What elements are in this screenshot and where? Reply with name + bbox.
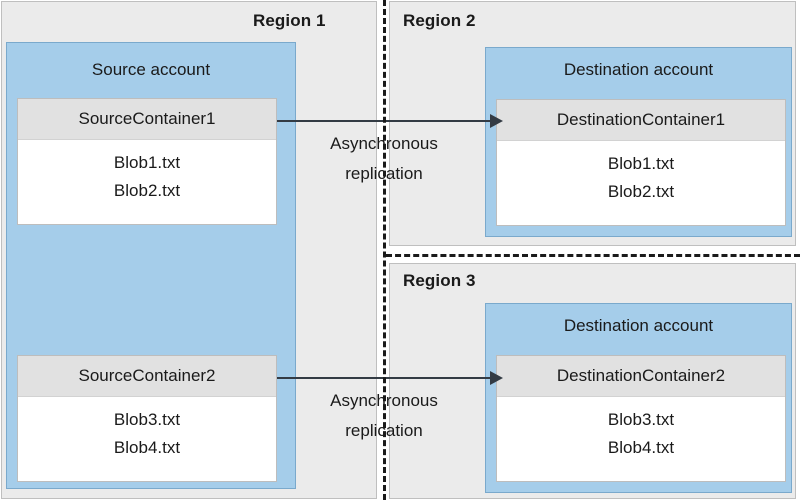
source-container-2-blob-list: Blob3.txt Blob4.txt xyxy=(18,406,276,462)
blob-item: Blob3.txt xyxy=(607,410,675,429)
destination-container-2-blob-list: Blob3.txt Blob4.txt xyxy=(497,406,785,462)
arrow-head-icon xyxy=(490,371,503,385)
source-container-1-header: SourceContainer1 xyxy=(18,99,276,140)
region-3-label: Region 3 xyxy=(403,271,476,290)
source-container-1-box[interactable]: SourceContainer1 Blob1.txt Blob2.txt xyxy=(17,98,277,225)
destination-container-1-box[interactable]: DestinationContainer1 Blob1.txt Blob2.tx… xyxy=(496,99,786,226)
destination-container-2-box[interactable]: DestinationContainer2 Blob3.txt Blob4.tx… xyxy=(496,355,786,482)
source-container-2-header: SourceContainer2 xyxy=(18,356,276,397)
destination-container-1-header: DestinationContainer1 xyxy=(497,100,785,141)
blob-item: Blob3.txt xyxy=(113,410,181,429)
source-account-label: Source account xyxy=(91,60,211,79)
blob-item: Blob2.txt xyxy=(607,182,675,201)
source-container-2-box[interactable]: SourceContainer2 Blob3.txt Blob4.txt xyxy=(17,355,277,482)
replication-arrow-2 xyxy=(277,371,503,385)
destination-container-1-blob-list: Blob1.txt Blob2.txt xyxy=(497,150,785,206)
region-divider-vertical xyxy=(383,0,386,500)
region-divider-horizontal xyxy=(386,254,800,257)
blob-item: Blob2.txt xyxy=(113,181,181,200)
destination-account-label-1: Destination account xyxy=(563,60,714,79)
blob-item: Blob1.txt xyxy=(607,154,675,173)
source-container-1-blob-list: Blob1.txt Blob2.txt xyxy=(18,149,276,205)
blob-item: Blob4.txt xyxy=(113,438,181,457)
arrow-head-icon xyxy=(490,114,503,128)
destination-account-label-2: Destination account xyxy=(563,316,714,335)
region-1-label: Region 1 xyxy=(253,11,326,30)
blob-item: Blob1.txt xyxy=(113,153,181,172)
region-2-label: Region 2 xyxy=(403,11,476,30)
blob-item: Blob4.txt xyxy=(607,438,675,457)
destination-container-2-header: DestinationContainer2 xyxy=(497,356,785,397)
replication-arrow-1 xyxy=(277,114,503,128)
